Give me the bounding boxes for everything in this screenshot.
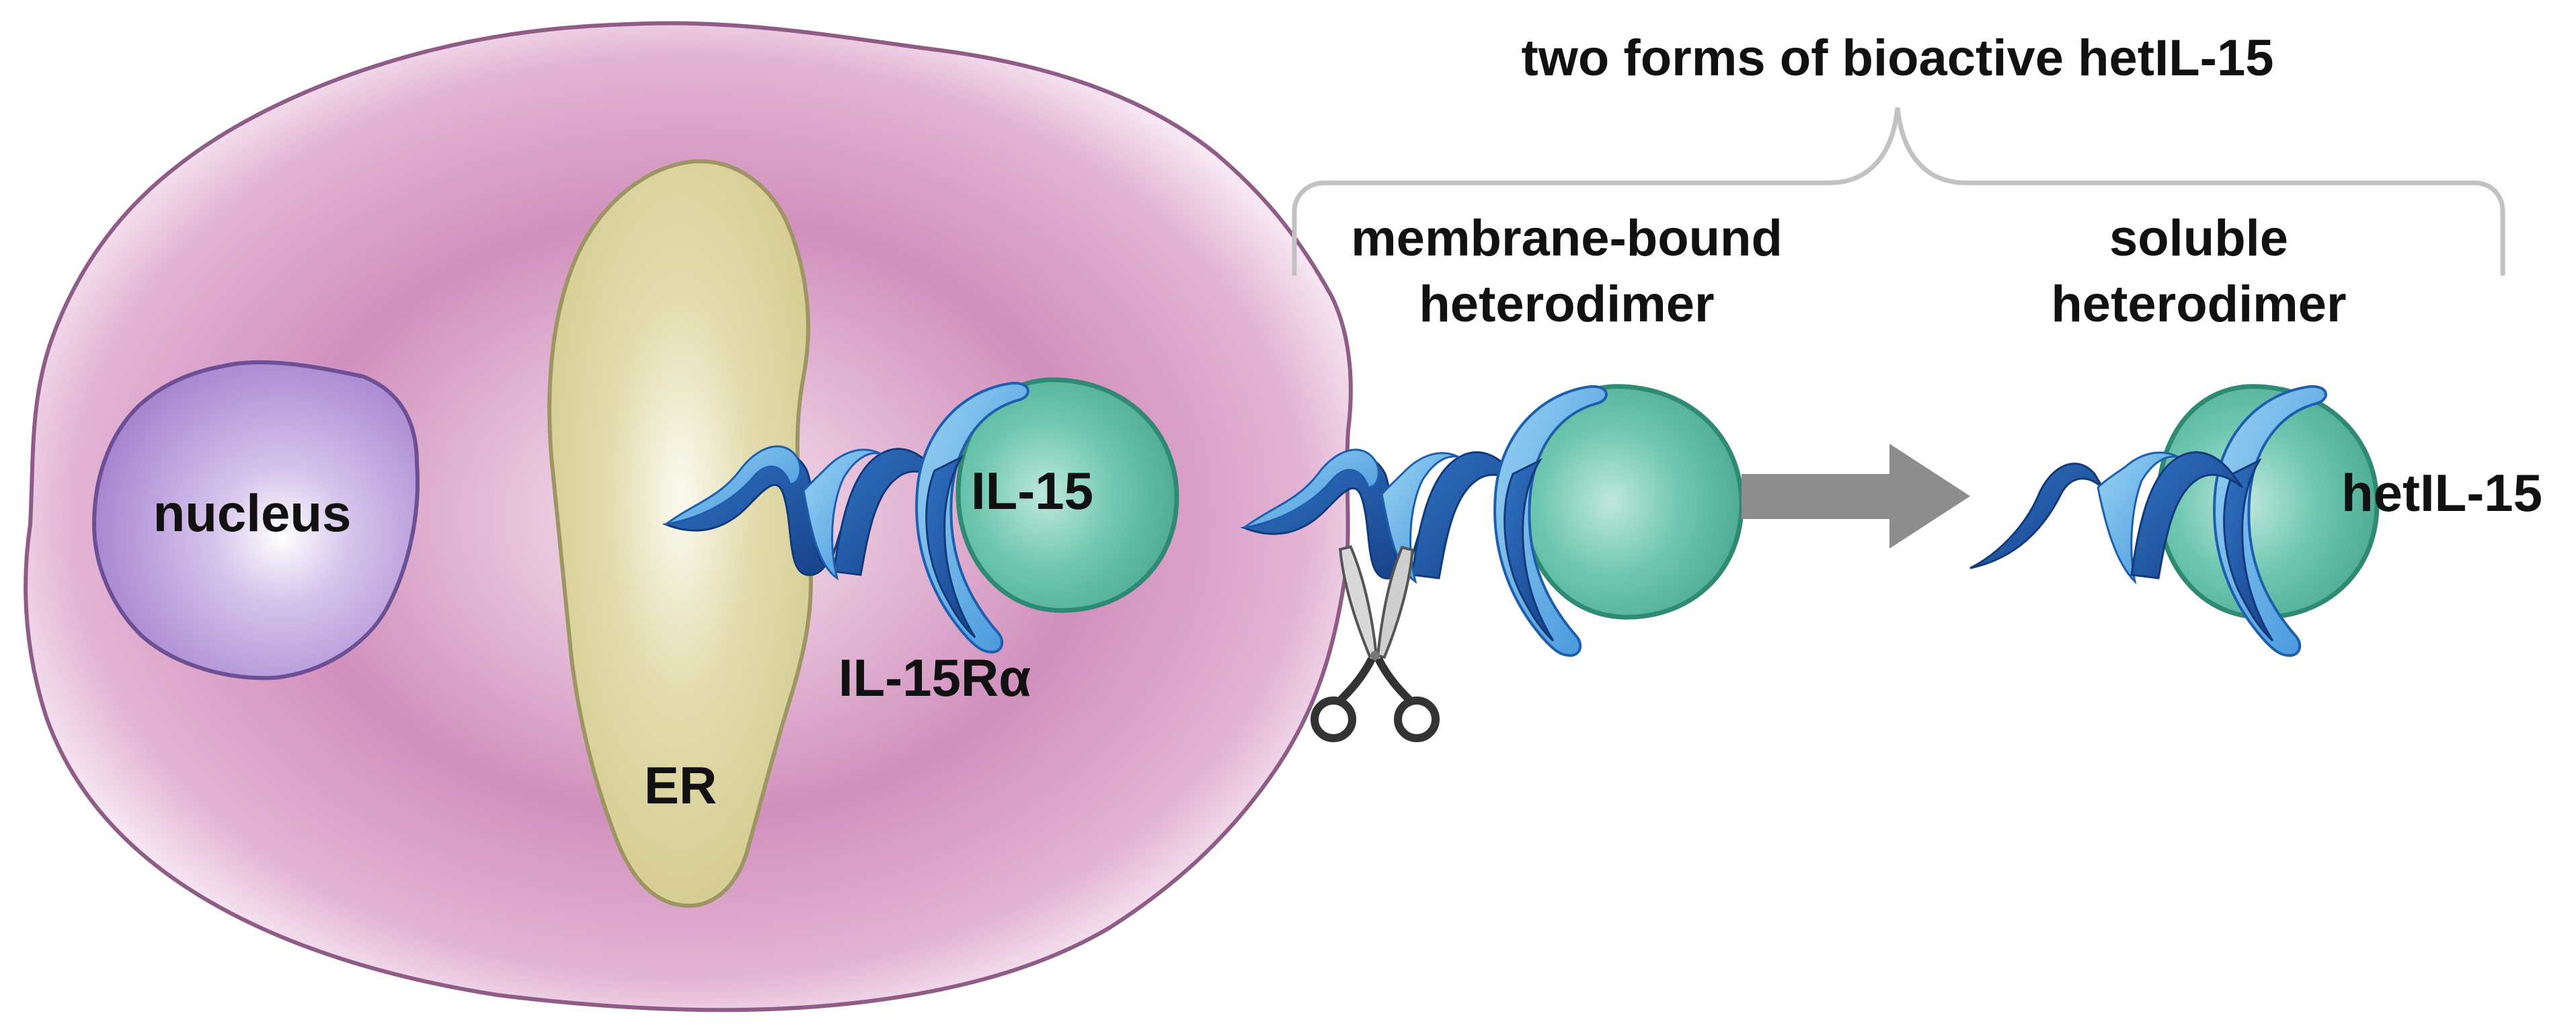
membrane-bound-label-line1: membrane-bound [1351, 210, 1783, 267]
diagram-title: two forms of bioactive hetIL-15 [1521, 30, 2273, 87]
arrow-right-icon [1742, 444, 1970, 549]
il15-inside-label: IL-15 [971, 461, 1093, 520]
hetil15-label: hetIL-15 [2341, 463, 2542, 522]
membrane-bound-label-line2: heterodimer [1419, 276, 1714, 333]
bracket [1292, 107, 2505, 276]
soluble-label-line1: soluble [2109, 210, 2288, 267]
endoplasmic-reticulum [547, 159, 813, 908]
nucleus [91, 360, 420, 680]
nucleus-label: nucleus [153, 483, 352, 543]
il15ra-label: IL-15Rα [838, 648, 1031, 707]
soluble-label-line2: heterodimer [2051, 276, 2346, 333]
soluble-heterodimer [1969, 385, 2377, 658]
il15ra-receptor-soluble [1969, 385, 2327, 658]
er-label: ER [644, 756, 717, 815]
